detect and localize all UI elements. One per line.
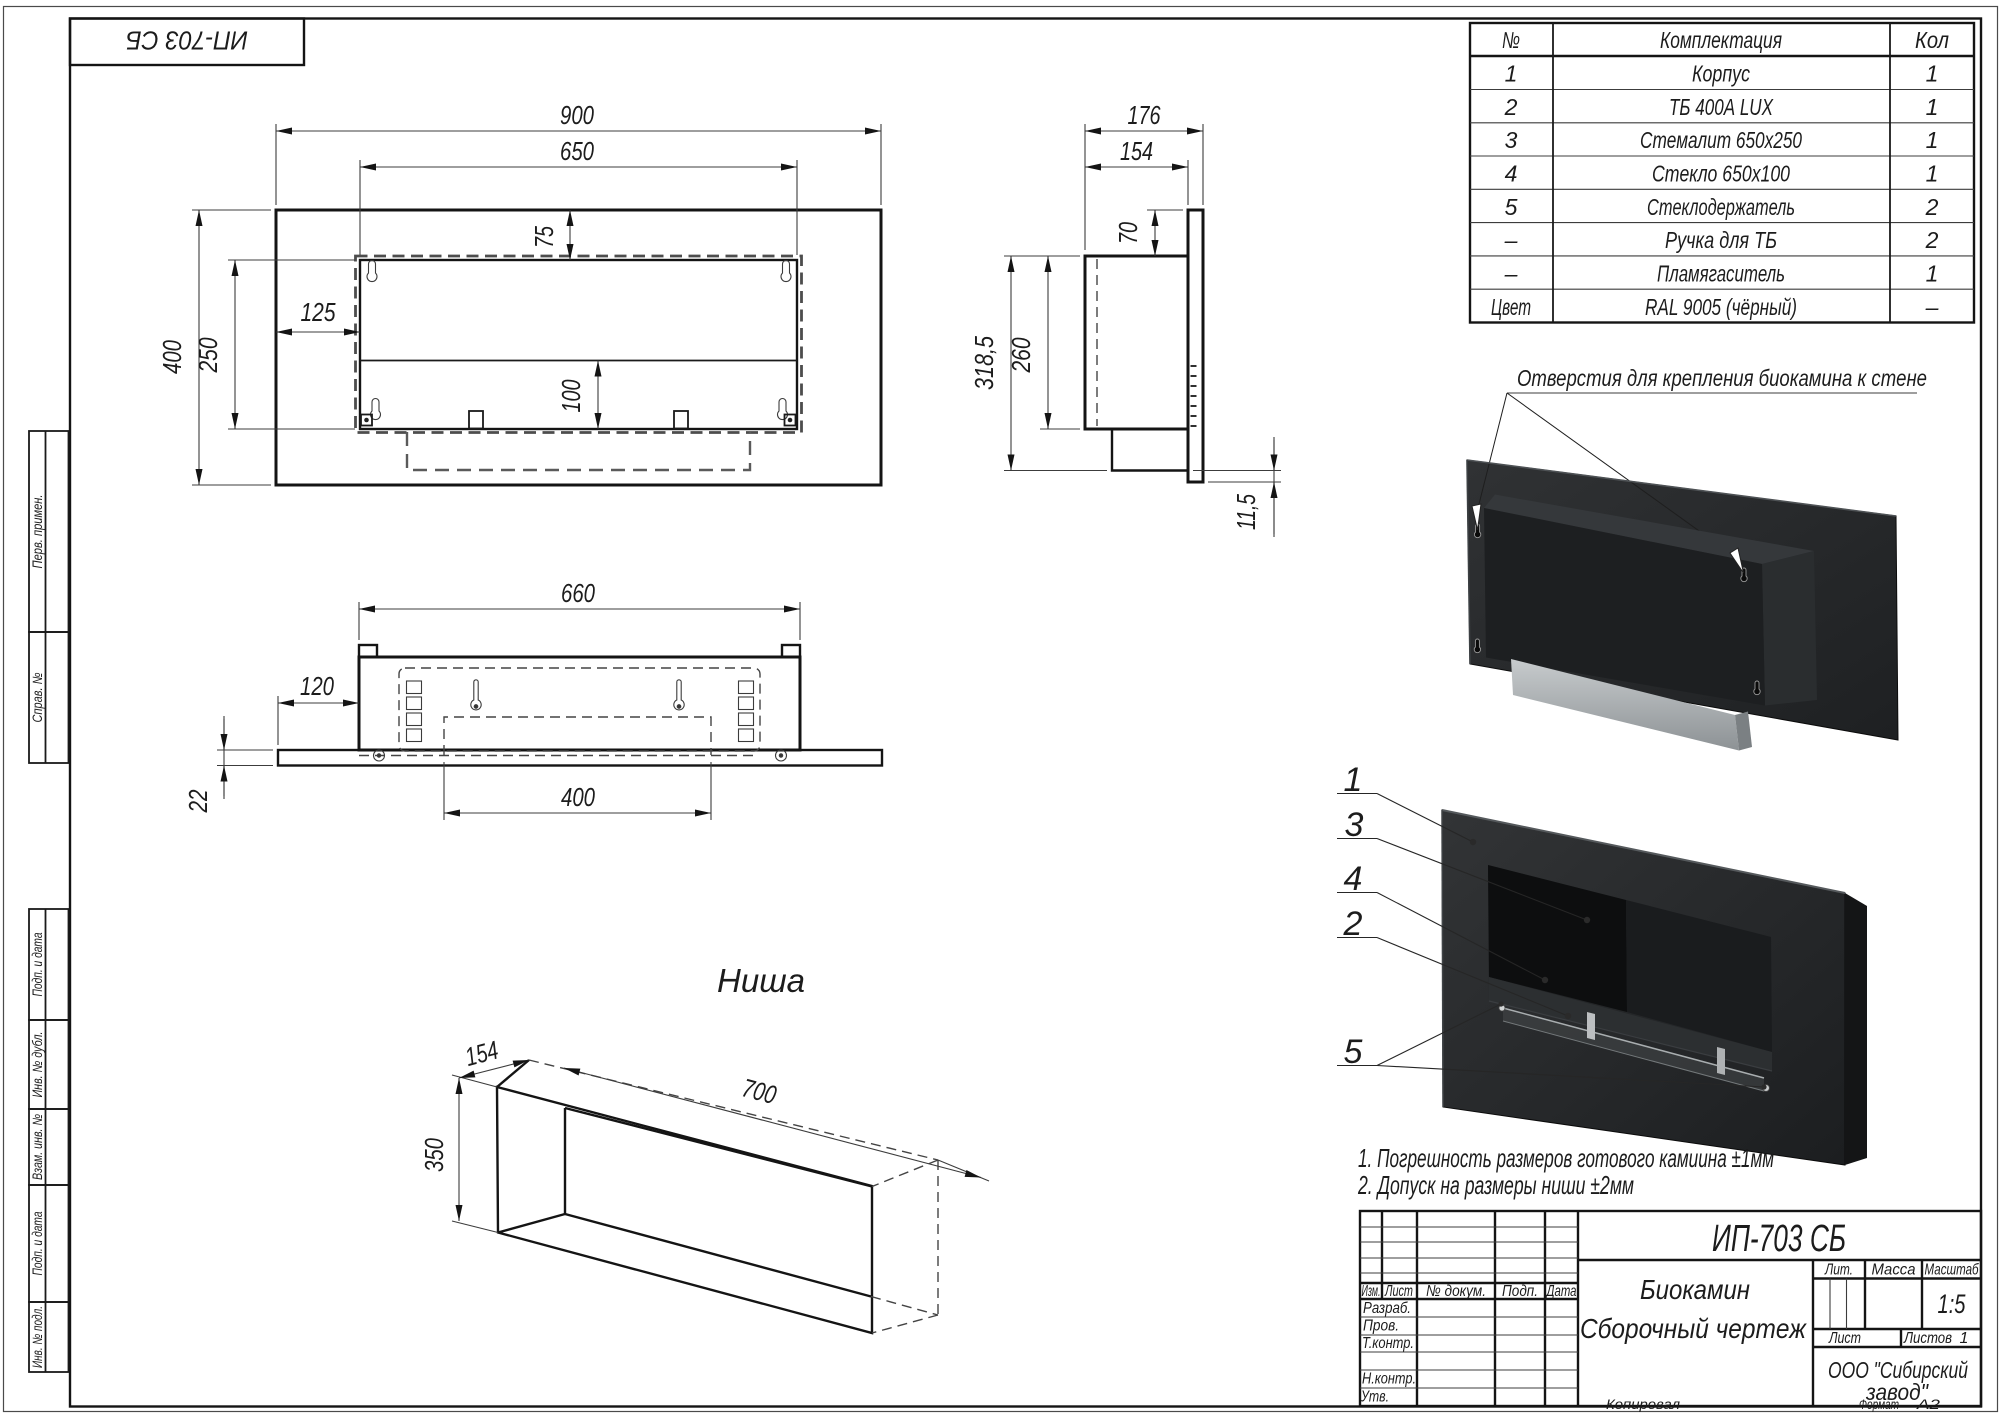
svg-text:Стемалит 650х250: Стемалит 650х250 [1640, 127, 1802, 153]
svg-text:Лит.: Лит. [1824, 1262, 1853, 1279]
svg-text:1: 1 [1926, 94, 1939, 120]
svg-text:RAL 9005 (чёрный): RAL 9005 (чёрный) [1645, 294, 1797, 320]
svg-text:ООО "Сибирский: ООО "Сибирский [1828, 1357, 1968, 1383]
svg-text:ИП-703 СБ: ИП-703 СБ [1712, 1218, 1846, 1260]
svg-text:–: – [1504, 227, 1518, 253]
svg-text:1. Погрешность размеров готово: 1. Погрешность размеров готового камиина… [1358, 1143, 1774, 1173]
svg-text:2: 2 [1504, 94, 1518, 120]
svg-text:№ докум.: № докум. [1426, 1283, 1486, 1300]
svg-text:318,5: 318,5 [969, 336, 999, 390]
svg-text:Отверстия для крепления биокам: Отверстия для крепления биокамина к стен… [1517, 365, 1927, 391]
svg-text:Н.контр.: Н.контр. [1362, 1371, 1416, 1388]
svg-text:Листов: Листов [1903, 1330, 1952, 1347]
svg-text:70: 70 [1113, 222, 1143, 244]
svg-text:Стеклодержатель: Стеклодержатель [1647, 194, 1795, 220]
svg-text:120: 120 [300, 671, 334, 701]
svg-text:1:5: 1:5 [1938, 1289, 1967, 1319]
svg-text:1: 1 [1344, 761, 1363, 799]
svg-text:–: – [1504, 261, 1518, 287]
svg-text:350: 350 [419, 1138, 449, 1172]
svg-text:1: 1 [1926, 61, 1939, 87]
svg-text:5: 5 [1505, 194, 1518, 220]
svg-text:Подп. и дата: Подп. и дата [30, 932, 45, 996]
svg-text:2: 2 [1343, 905, 1363, 943]
svg-text:Ниша: Ниша [717, 962, 805, 999]
svg-text:Изм.: Изм. [1362, 1283, 1381, 1300]
svg-text:22: 22 [183, 789, 213, 813]
svg-text:1: 1 [1926, 261, 1939, 287]
svg-text:250: 250 [193, 337, 223, 373]
svg-text:125: 125 [301, 297, 336, 327]
svg-text:3: 3 [1505, 127, 1518, 153]
svg-text:1: 1 [1960, 1330, 1969, 1347]
svg-text:Лист: Лист [1828, 1330, 1861, 1347]
svg-text:Т.контр.: Т.контр. [1362, 1335, 1414, 1352]
svg-text:А2: А2 [1916, 1397, 1941, 1412]
svg-text:4: 4 [1505, 161, 1518, 187]
svg-text:№: № [1502, 27, 1520, 53]
svg-text:Перв. примен.: Перв. примен. [30, 495, 45, 569]
svg-text:Ручка для ТБ: Ручка для ТБ [1665, 227, 1777, 253]
svg-text:Лист: Лист [1384, 1283, 1413, 1300]
svg-text:154: 154 [1120, 136, 1153, 166]
svg-text:Биокамин: Биокамин [1640, 1274, 1750, 1305]
svg-text:Подп.: Подп. [1502, 1283, 1538, 1300]
svg-text:завод": завод" [1865, 1379, 1930, 1405]
svg-text:Дата: Дата [1545, 1283, 1576, 1300]
svg-text:2. Допуск на размеры ниши ±2мм: 2. Допуск на размеры ниши ±2мм [1357, 1170, 1634, 1200]
svg-text:–: – [1925, 294, 1939, 320]
svg-text:Разраб.: Разраб. [1363, 1300, 1411, 1317]
svg-text:Пров.: Пров. [1363, 1318, 1399, 1335]
svg-text:400: 400 [561, 782, 595, 812]
svg-text:4: 4 [1344, 860, 1363, 898]
svg-text:Инв. № подл.: Инв. № подл. [30, 1306, 45, 1368]
svg-text:260: 260 [1006, 337, 1036, 373]
svg-text:1: 1 [1505, 61, 1518, 87]
svg-text:Масса: Масса [1872, 1262, 1916, 1279]
svg-text:2: 2 [1925, 194, 1939, 220]
svg-text:900: 900 [560, 100, 594, 130]
svg-text:Комплектация: Комплектация [1660, 27, 1782, 53]
svg-text:650: 650 [560, 136, 594, 166]
svg-text:75: 75 [529, 226, 559, 248]
svg-text:Утв.: Утв. [1360, 1389, 1389, 1406]
svg-text:Кол: Кол [1915, 27, 1949, 53]
svg-text:Масштаб: Масштаб [1925, 1262, 1980, 1279]
svg-text:Формат: Формат [1859, 1397, 1899, 1412]
svg-text:2: 2 [1925, 227, 1939, 253]
svg-text:Подп. и дата: Подп. и дата [30, 1211, 45, 1275]
svg-text:660: 660 [561, 578, 595, 608]
svg-text:Цвет: Цвет [1491, 294, 1531, 320]
svg-text:Взам. инв. №: Взам. инв. № [30, 1114, 45, 1180]
svg-text:Корпус: Корпус [1692, 61, 1750, 87]
svg-text:100: 100 [556, 379, 586, 412]
svg-text:ИП-703 СБ: ИП-703 СБ [126, 26, 248, 56]
svg-text:Сборочный чертеж: Сборочный чертеж [1580, 1313, 1808, 1344]
svg-text:3: 3 [1345, 806, 1364, 844]
svg-text:Справ. №: Справ. № [30, 672, 45, 722]
svg-text:1: 1 [1926, 161, 1939, 187]
svg-text:400: 400 [157, 340, 187, 374]
svg-text:Копировал: Копировал [1606, 1397, 1680, 1412]
svg-text:Инв. № дубл.: Инв. № дубл. [30, 1032, 45, 1098]
svg-text:1: 1 [1926, 127, 1939, 153]
svg-text:5: 5 [1344, 1033, 1363, 1071]
svg-text:ТБ 400А LUX: ТБ 400А LUX [1669, 94, 1774, 120]
svg-text:Стекло 650х100: Стекло 650х100 [1652, 161, 1790, 187]
svg-text:11,5: 11,5 [1231, 494, 1261, 530]
svg-text:Пламягаситель: Пламягаситель [1657, 261, 1785, 287]
svg-text:176: 176 [1128, 100, 1161, 130]
